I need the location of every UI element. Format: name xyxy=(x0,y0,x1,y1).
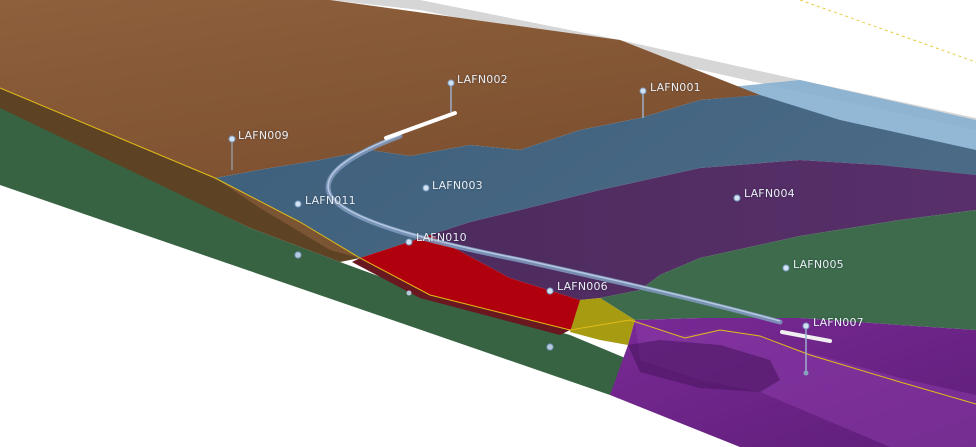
well-label-lafn001[interactable]: LAFN001 xyxy=(650,81,701,94)
well-stick-lafn002[interactable] xyxy=(447,79,455,112)
well-sticks xyxy=(228,79,810,376)
brown-side-wall xyxy=(0,88,360,262)
well-stick-lafn010[interactable] xyxy=(405,238,413,296)
well-label-lafn005[interactable]: LAFN005 xyxy=(793,258,844,271)
brown-slope xyxy=(215,178,360,258)
well-stick-lafn003[interactable] xyxy=(422,184,430,222)
red-reservoir-zone[interactable] xyxy=(360,235,600,330)
well-stick-lafn007[interactable] xyxy=(802,322,810,376)
well-label-lafn011[interactable]: LAFN011 xyxy=(305,194,356,207)
blue-layer[interactable] xyxy=(215,95,976,258)
green-side-wall[interactable] xyxy=(0,108,630,395)
well-stick-lafn006[interactable] xyxy=(546,287,554,351)
well-label-lafn010[interactable]: LAFN010 xyxy=(416,231,467,244)
yellow-zone[interactable] xyxy=(570,298,635,345)
brown-top-layer[interactable] xyxy=(0,0,760,178)
purple-layer[interactable] xyxy=(430,160,976,300)
well-stick-lafn009[interactable] xyxy=(228,135,236,170)
well-label-lafn002[interactable]: LAFN002 xyxy=(457,73,508,86)
dashed-guide-line xyxy=(799,0,976,63)
well-stick-lafn004[interactable] xyxy=(733,194,741,222)
well-label-lafn007[interactable]: LAFN007 xyxy=(813,316,864,329)
trajectory-tip-upper xyxy=(384,111,457,140)
well-label-lafn003[interactable]: LAFN003 xyxy=(432,179,483,192)
magenta-dark-fold xyxy=(628,340,780,392)
well-label-lafn009[interactable]: LAFN009 xyxy=(238,129,289,142)
well-label-lafn004[interactable]: LAFN004 xyxy=(744,187,795,200)
well-stick-lafn011[interactable] xyxy=(294,200,302,259)
horizon-line xyxy=(0,87,976,405)
well-label-lafn006[interactable]: LAFN006 xyxy=(557,280,608,293)
well-stick-lafn001[interactable] xyxy=(639,87,647,118)
well-stick-lafn005[interactable] xyxy=(782,264,790,296)
well-trajectory-highlight xyxy=(327,134,781,322)
